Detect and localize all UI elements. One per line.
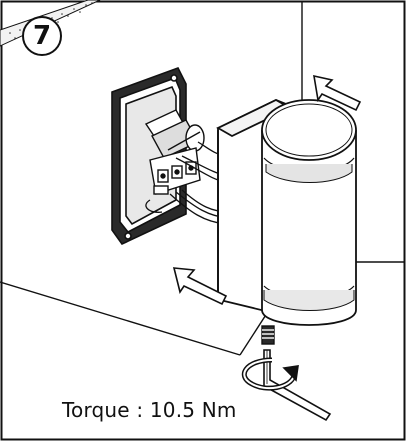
terminal-block <box>149 147 201 195</box>
luminaire-cylinder <box>261 99 357 326</box>
mounting-arrow-icon <box>313 74 362 112</box>
step-number: 7 <box>32 21 52 51</box>
cable-gland <box>144 109 205 159</box>
hex-key-icon <box>263 349 332 422</box>
mounting-arrow-icon <box>172 267 228 306</box>
set-screw <box>261 325 275 345</box>
step-number-circle <box>22 16 62 56</box>
rotation-arrow-icon <box>241 357 299 391</box>
torque-label: Torque : 10.5 Nm <box>62 398 237 422</box>
